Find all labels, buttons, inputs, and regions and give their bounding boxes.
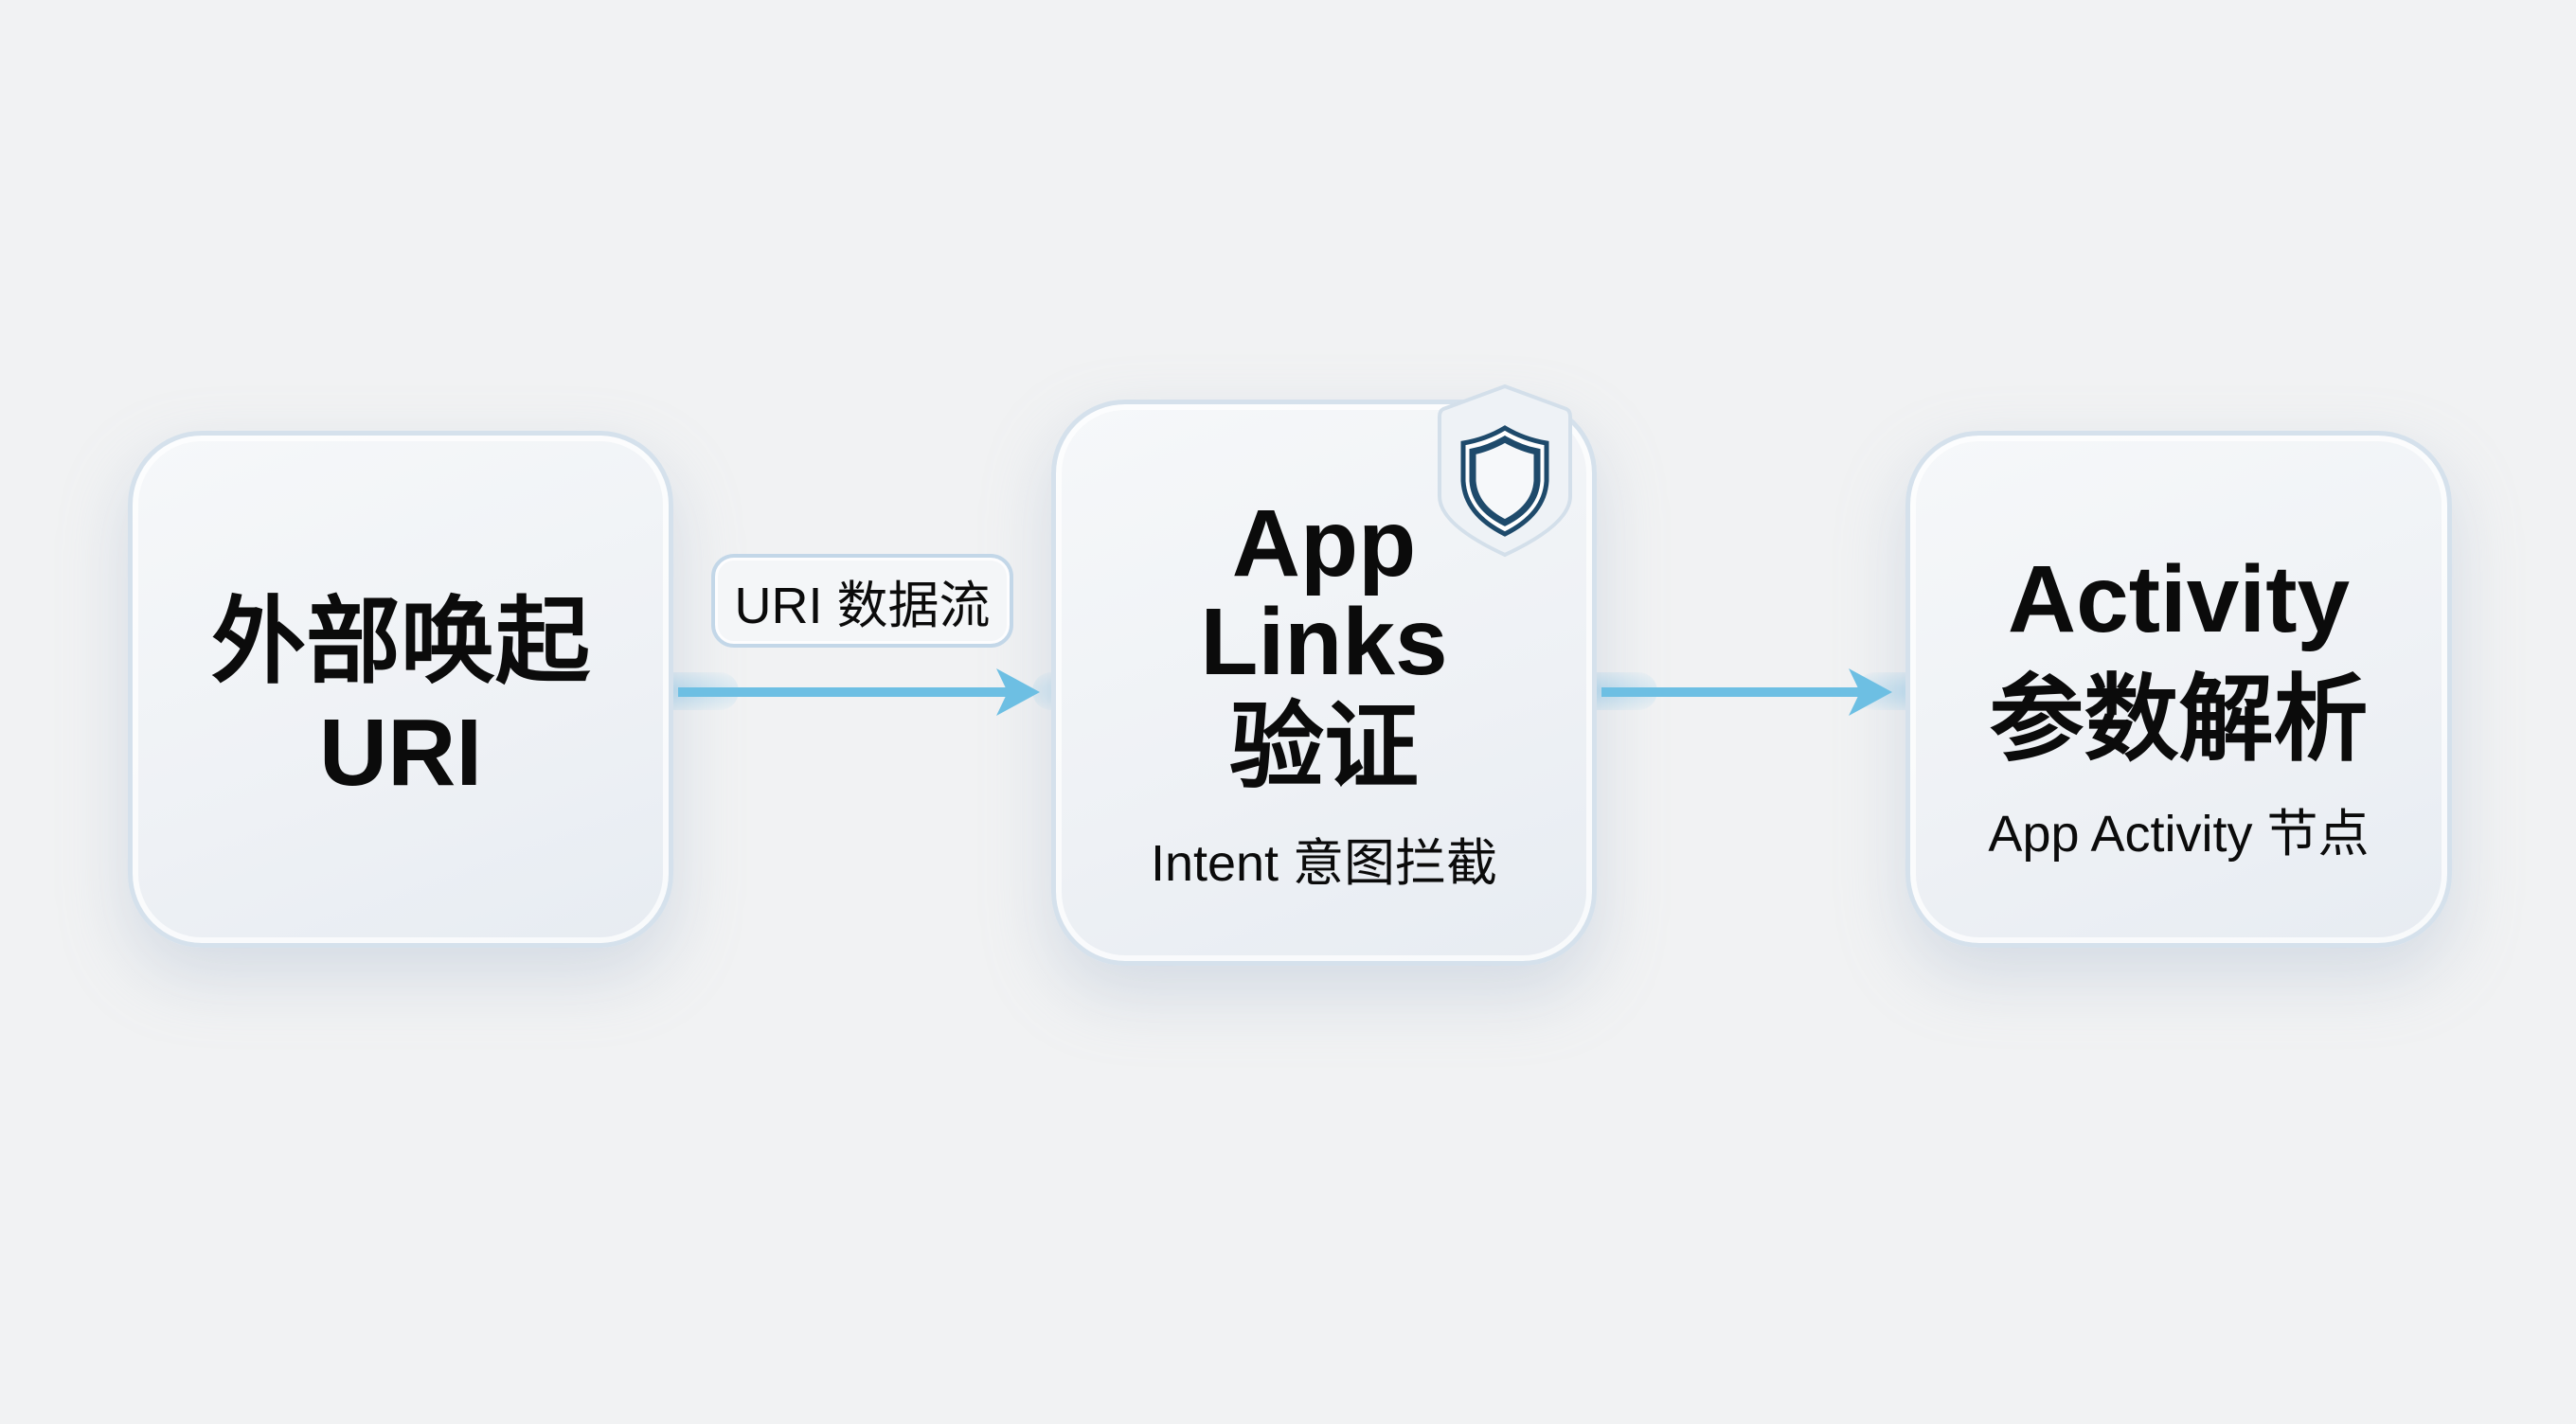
- node-activity-parse: Activity 参数解析 App Activity 节点: [1905, 431, 2452, 948]
- edge-label: URI 数据流: [711, 554, 1013, 648]
- shield-badge: [1438, 383, 1572, 559]
- shield-icon: [1460, 425, 1549, 537]
- node-title: 参数解析: [1989, 667, 2369, 773]
- node-title: App: [1231, 490, 1417, 596]
- node-title: 外部唤起: [211, 589, 590, 695]
- node-title: Activity: [2007, 546, 2351, 652]
- edge-label-text: URI 数据流: [734, 578, 991, 634]
- node-subtitle: Intent 意图拦截: [1150, 835, 1498, 892]
- node-external-uri: 外部唤起 URI: [128, 431, 673, 948]
- node-subtitle: App Activity 节点: [1988, 806, 2370, 863]
- node-title: Links: [1200, 589, 1448, 695]
- node-title: 验证: [1229, 694, 1419, 800]
- node-app-links-verify: App Links 验证 Intent 意图拦截: [1051, 400, 1597, 966]
- node-title: URI: [318, 700, 483, 806]
